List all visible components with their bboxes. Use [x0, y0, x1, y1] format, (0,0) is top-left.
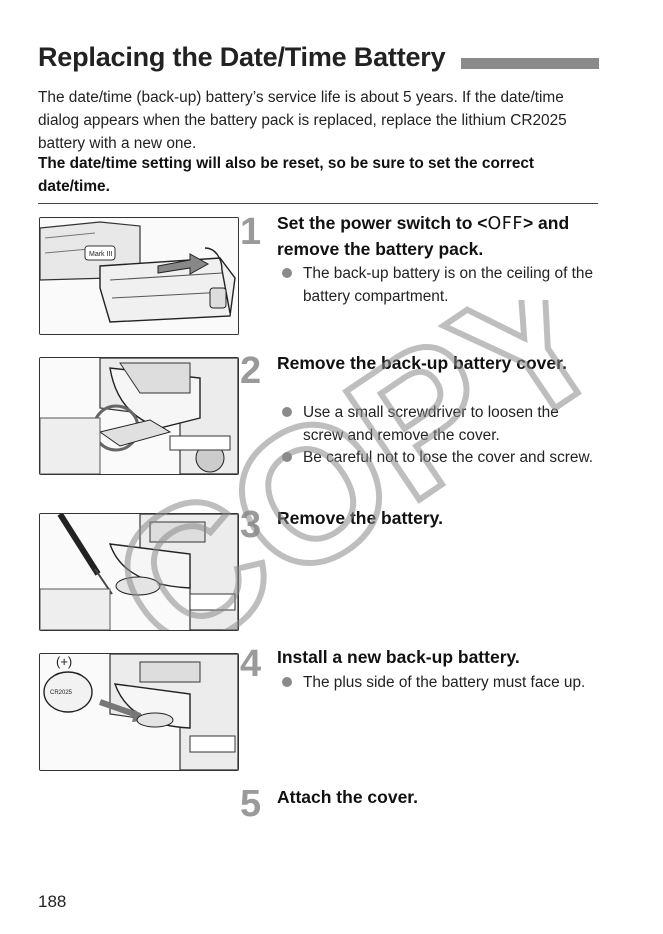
bullet-dot-icon — [282, 268, 292, 278]
step-1-illustration: Mark III — [39, 217, 239, 335]
bullet-dot-icon — [282, 677, 292, 687]
step-5-title: Attach the cover. — [277, 787, 419, 807]
battery-pack-removal-icon: Mark III — [40, 218, 238, 334]
step-4-number: 4 — [240, 643, 262, 685]
battery-install-icon: CR2025 (+) — [40, 654, 238, 770]
step-5-number: 5 — [240, 783, 262, 825]
step-1-title-suffix: > and remove the battery pack. — [277, 213, 570, 259]
step-1-number: 1 — [240, 211, 262, 253]
step-2-illustration — [39, 357, 239, 475]
step-1-bullet-text: The back-up battery is on the ceiling of… — [303, 265, 594, 305]
step-2-bullet-1: Use a small screwdriver to loosen the sc… — [282, 401, 600, 447]
step-2-bullet-2-text: Be careful not to lose the cover and scr… — [303, 449, 594, 466]
step-2-bullet-2: Be careful not to lose the cover and scr… — [282, 446, 600, 469]
battery-removal-screwdriver-icon — [40, 514, 238, 630]
svg-text:(+): (+) — [56, 654, 72, 669]
step-2-title: Remove the back-up battery cover. — [277, 353, 567, 373]
bullet-dot-icon — [282, 407, 292, 417]
svg-text:CR2025: CR2025 — [50, 690, 73, 696]
step-4-bullet: The plus side of the battery must face u… — [282, 671, 600, 694]
page-number: 188 — [38, 892, 67, 911]
step-1-bullet: The back-up battery is on the ceiling of… — [282, 262, 600, 308]
step-4-title: Install a new back-up battery. — [277, 647, 520, 667]
step-2-number: 2 — [240, 350, 262, 392]
step-3-number: 3 — [240, 504, 262, 546]
off-symbol: OFF — [487, 214, 523, 234]
section-divider — [38, 203, 598, 204]
intro-paragraph: The date/time (back-up) battery’s servic… — [38, 89, 567, 152]
warning-paragraph: The date/time setting will also be reset… — [38, 155, 535, 195]
bullet-dot-icon — [282, 452, 292, 462]
title-decoration-bar — [461, 58, 599, 69]
page-title: Replacing the Date/Time Battery — [38, 42, 446, 72]
step-4-illustration: CR2025 (+) — [39, 653, 239, 771]
step-3-title: Remove the battery. — [277, 508, 443, 528]
step-2-bullet-1-text: Use a small screwdriver to loosen the sc… — [303, 404, 559, 444]
cover-removal-icon — [40, 358, 238, 474]
step-1-title-prefix: Set the power switch to < — [277, 213, 488, 233]
step-3-illustration — [39, 513, 239, 631]
step-1-title: Set the power switch to <OFF> and remove… — [277, 211, 607, 262]
step-4-bullet-text: The plus side of the battery must face u… — [303, 674, 586, 691]
svg-text:Mark III: Mark III — [89, 251, 112, 258]
